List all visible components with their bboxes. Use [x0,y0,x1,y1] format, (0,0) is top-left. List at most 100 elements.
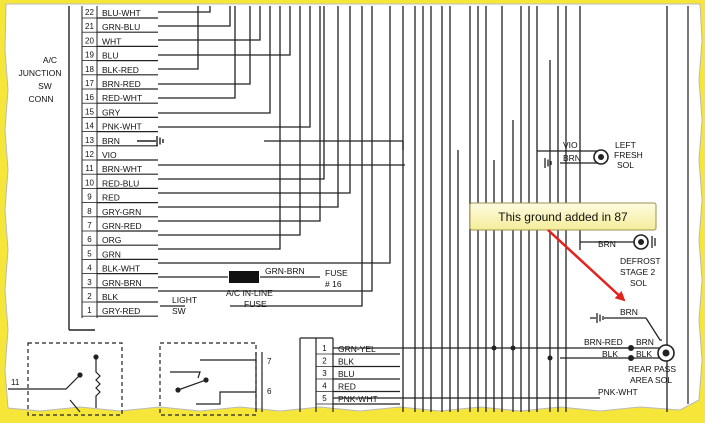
defrost-label-line: SOL [630,278,647,288]
connector-wire-label: RED-BLU [102,178,139,188]
connector-wire-label: GRN-RED [102,221,142,231]
light-switch-label: LIGHT SW [172,295,197,316]
rear-wire-label: BLU [338,369,355,379]
connector-wire-label: ORG [102,235,121,245]
connector-pin-number: 6 [87,235,92,244]
paper-sheet [4,3,703,412]
connector-pin-number: 7 [87,221,92,230]
connector-wire-label: BLK-RED [102,65,139,75]
connector-wire-label: GRY-RED [102,306,140,316]
left-fresh-label-line: LEFT [615,140,636,150]
left-fresh-solenoid: VIO BRN LEFT FRESH SOL [537,140,643,170]
defrost-wire-label: BRN [598,239,616,249]
callout-text: This ground added in 87 [498,210,628,224]
rear-bottom-wire: PNK-WHT [598,387,638,397]
connector-pin-number: 3 [87,278,92,287]
in-line-fuse: GRN-BRN FUSE # 16 A/C IN-LINE FUSE [158,266,348,309]
fuse-caption-line: A/C IN-LINE [226,288,273,298]
connector-title: A/C JUNCTION SW CONN [19,55,62,104]
light-sw-line: SW [172,306,186,316]
rear-wire-a-left: BRN-RED [584,337,623,347]
switch-pin-right-top: 7 [267,357,272,366]
rear-sol-label-line: AREA SOL [630,375,672,385]
rear-sol-label-line: REAR PASS [628,364,676,374]
connector-wire-label: RED-WHT [102,93,142,103]
switch-schematic [8,342,263,416]
connector-title-line: CONN [28,94,53,104]
connector-pin-number: 2 [87,292,92,301]
rear-pin-number: 5 [322,394,327,403]
connector-pin-number: 9 [87,193,92,202]
switch-pin-left: 11 [11,378,20,387]
connector-wire-label: VIO [102,150,117,160]
rear-connector [299,337,334,412]
annotation-callout: This ground added in 87 [469,202,657,302]
defrost-label-line: DEFROST [620,256,661,266]
left-fresh-wire-top: VIO [563,140,578,150]
switch-pin-right-bottom: 6 [267,387,272,396]
connector-pin-number: 12 [85,150,94,159]
connector-wire-label: BRN-RED [102,79,141,89]
connector-wire-label: WHT [102,36,121,46]
left-fresh-wire-bottom: BRN [563,153,581,163]
rear-wire-label: BLK [338,357,354,367]
connector-wire-label: GRY [102,107,121,117]
connector-pin-number: 15 [85,107,94,116]
connector-pin-number: 10 [85,178,94,187]
rear-pin-number: 1 [322,344,327,353]
rear-wire-b-left: BLK [602,349,618,359]
rear-wire-label: PNK-WHT [338,394,378,404]
connector-title-line: A/C [43,55,57,65]
ground-symbol [137,136,164,146]
rear-pin-number: 3 [322,369,327,378]
light-sw-line: LIGHT [172,295,197,305]
connector-wire-label: GRY-GRN [102,207,141,217]
connector-wire-label: BLK [102,292,118,302]
rear-pass-solenoid: BRN BRN-RED BRN BLK BLK REAR PASS AREA S… [333,307,676,399]
connector-pin-number: 17 [85,79,94,88]
rear-wire-a-right: BRN [636,337,654,347]
connector-wire-label: BRN-WHT [102,164,142,174]
fuse-caption-line: FUSE [244,299,267,309]
rear-wire-label: GRN-YEL [338,344,376,354]
defrost-solenoid: BRN DEFROST STAGE 2 SOL [580,234,661,288]
connector-pin-number: 13 [85,136,94,145]
connector-pin-number: 4 [87,264,92,273]
connector-pin-number: 21 [85,22,94,31]
defrost-label-line: STAGE 2 [620,267,656,277]
connector-pin-number: 1 [87,306,92,315]
connector-wire-label: GRN-BRN [102,278,142,288]
rear-ground-wire: BRN [620,307,638,317]
connector-pin-number: 18 [85,65,94,74]
connector-pin-number: 11 [85,164,94,173]
connector-title-line: JUNCTION [19,68,62,78]
fuse-label-line: # 16 [325,279,342,289]
fuse-wire-label: GRN-BRN [265,266,305,276]
connector-pin-number: 16 [85,93,94,102]
junction-switch-connector [68,6,98,331]
connector-wire-label: BRN [102,136,120,146]
rear-pin-number: 4 [322,382,327,391]
switch-pin-labels: 11 7 6 [11,357,272,396]
connector-wire-label: BLU [102,51,119,61]
callout-arrow [547,229,626,302]
connector-title-line: SW [38,81,52,91]
connector-pin-number: 5 [87,249,92,258]
connector-wire-label: GRN-BLU [102,22,140,32]
left-fresh-label-line: FRESH [614,150,643,160]
connector-wire-label: RED [102,193,120,203]
connector-wire-label: BLK-WHT [102,264,140,274]
connector-wire-label: GRN [102,249,121,259]
connector-pin-number: 14 [85,122,94,131]
connector-pin-number: 8 [87,207,92,216]
connector-wire-label: PNK-WHT [102,122,142,132]
rear-wire-b-right: BLK [636,349,652,359]
left-fresh-label-line: SOL [617,160,634,170]
rear-pin-number: 2 [322,357,327,366]
routing-wires [158,6,405,307]
connector-pin-number: 22 [85,8,94,17]
